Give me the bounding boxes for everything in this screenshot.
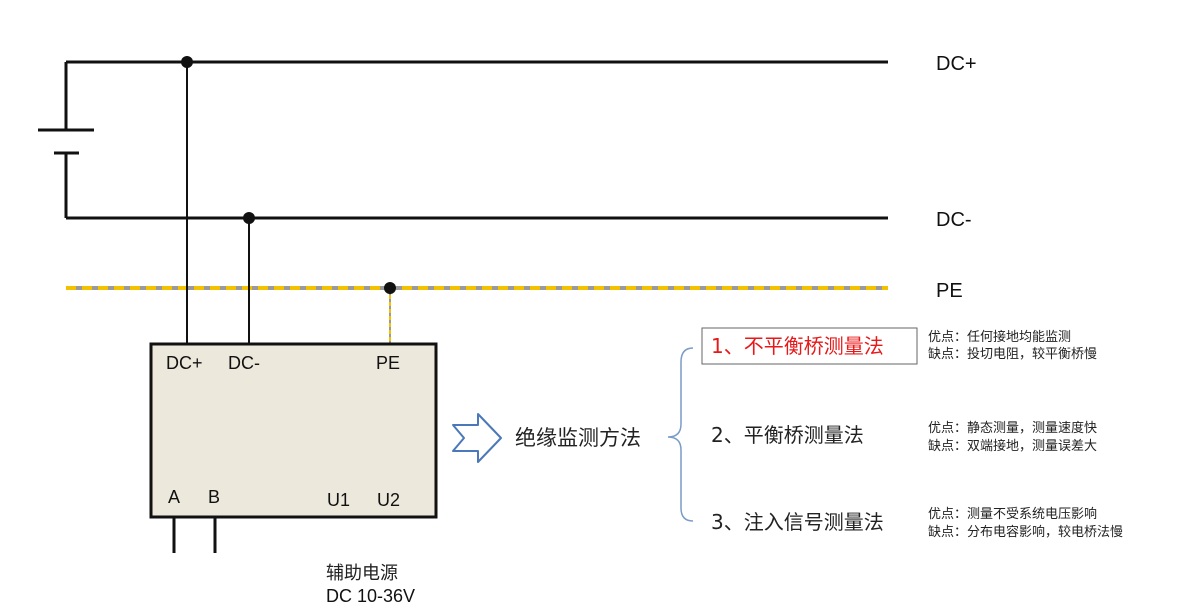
dc-plus-junction — [181, 56, 193, 68]
method-3-pros: 优点：测量不受系统电压影响 — [928, 506, 1097, 522]
method-3-cons: 缺点：分布电容影响，较电桥法慢 — [928, 524, 1123, 540]
hollow-arrow-icon — [452, 413, 502, 463]
method-1-cons: 缺点：投切电阻，较平衡桥慢 — [928, 346, 1097, 362]
monitoring-device — [149, 342, 438, 519]
method-2-pros: 优点：静态测量，测量速度快 — [928, 420, 1097, 436]
device-terminal-pe: PE — [376, 353, 400, 373]
method-1-highlight-box — [701, 327, 918, 365]
device-terminal-u1: U1 — [327, 490, 350, 510]
aux-power-label: 辅助电源 — [326, 563, 398, 584]
dc-plus-rail-label: DC+ — [936, 53, 977, 75]
method-2-name: 2、平衡桥测量法 — [711, 423, 864, 447]
method-2-cons: 缺点：双端接地，测量误差大 — [928, 438, 1097, 454]
device-terminal-u2: U2 — [377, 490, 400, 510]
dc-minus-junction — [243, 212, 255, 224]
aux-power-voltage: DC 10-36V — [326, 586, 415, 606]
device-terminal-b: B — [208, 487, 220, 507]
method-1-pros: 优点：任何接地均能监测 — [928, 329, 1071, 345]
device-terminal-dc-plus: DC+ — [166, 353, 203, 373]
device-terminal-a: A — [168, 487, 180, 507]
method-1-name: 1、不平衡桥测量法 — [711, 334, 884, 358]
methods-title: 绝缘监测方法 — [515, 426, 641, 450]
method-3-name: 3、注入信号测量法 — [711, 510, 884, 534]
device-terminal-dc-minus: DC- — [228, 353, 260, 373]
pe-rail-label: PE — [936, 280, 963, 302]
dc-minus-rail-label: DC- — [936, 209, 972, 231]
pe-junction — [384, 282, 396, 294]
methods-bracket — [667, 347, 694, 522]
